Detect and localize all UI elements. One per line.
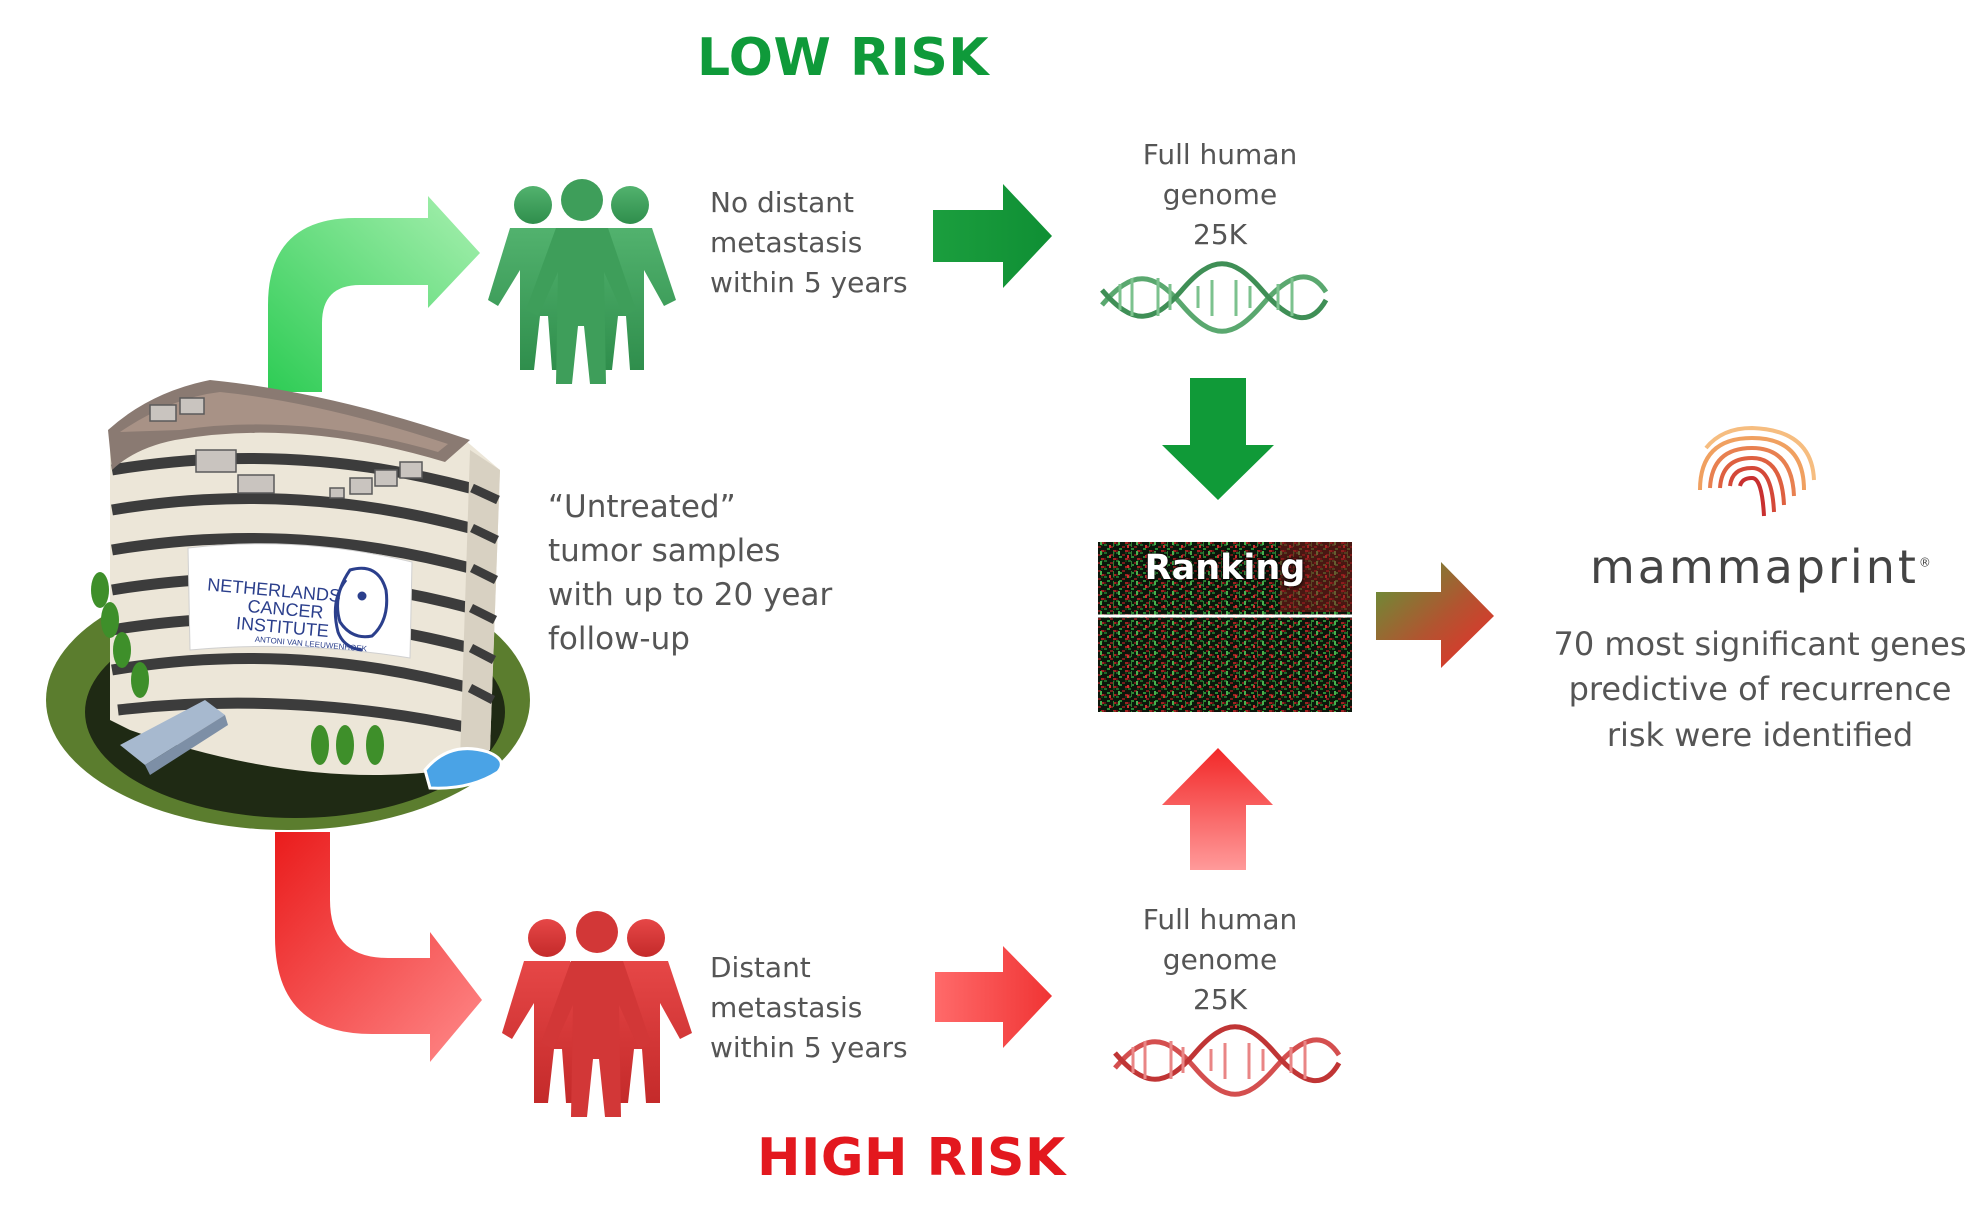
genome-label-top: Full human genome 25K (1110, 135, 1330, 254)
cancer-institute-building (46, 380, 530, 830)
fingerprint-logo-icon (1698, 425, 1816, 517)
high-group-line: Distant (710, 951, 811, 984)
result-line: risk were identified (1606, 715, 1914, 754)
samples-line: with up to 20 year (548, 577, 833, 614)
result-line: 70 most significant genes (1553, 625, 1967, 663)
registered-mark: ® (1918, 555, 1931, 570)
arrow-up-icon (1162, 748, 1273, 870)
genome-line: 25K (1193, 982, 1247, 1016)
high-group-line: metastasis (710, 990, 863, 1024)
genome-line: genome (1162, 177, 1278, 211)
low-group-line: within 5 years (710, 265, 908, 299)
genome-line: Full human (1142, 138, 1298, 171)
low-group-line: metastasis (710, 225, 863, 259)
high-group-description: Distant metastasis within 5 years (710, 948, 908, 1067)
mammaprint-wordmark: mammaprint® (1590, 540, 1931, 594)
curved-arrow-high-risk (275, 832, 482, 1062)
arrow-right-low-icon (933, 184, 1052, 288)
low-risk-label: LOW RISK (697, 28, 990, 88)
arrow-down-icon (1162, 378, 1274, 500)
genome-line: genome (1162, 942, 1278, 976)
result-description: 70 most significant genes predictive of … (1550, 622, 1970, 758)
genome-line: 25K (1193, 217, 1247, 251)
high-risk-label: HIGH RISK (757, 1128, 1066, 1188)
samples-line: tumor samples (548, 533, 781, 570)
heatmap-panel (1098, 542, 1352, 712)
high-group-line: within 5 years (710, 1030, 908, 1064)
arrow-to-result-icon (1376, 562, 1494, 668)
ranking-label: Ranking (1144, 548, 1306, 588)
brand-name: mammaprint (1590, 540, 1919, 594)
people-group-high-risk-icon (502, 911, 692, 1117)
samples-description: “Untreated” tumor samples with up to 20 … (548, 485, 832, 661)
portrait-logo-icon (333, 566, 389, 652)
dna-helix-low-icon (1100, 261, 1329, 334)
genome-line: Full human (1142, 903, 1298, 936)
result-line: predictive of recurrence (1568, 670, 1952, 709)
samples-line: “Untreated” (548, 489, 736, 525)
dna-helix-high-icon (1113, 1024, 1342, 1097)
arrow-right-high-icon (935, 946, 1052, 1048)
genome-label-bottom: Full human genome 25K (1110, 900, 1330, 1019)
low-group-line: No distant (710, 186, 854, 219)
low-group-description: No distant metastasis within 5 years (710, 183, 908, 302)
people-group-low-risk-icon (488, 179, 676, 384)
samples-line: follow-up (548, 621, 690, 658)
curved-arrow-low-risk (268, 196, 480, 392)
